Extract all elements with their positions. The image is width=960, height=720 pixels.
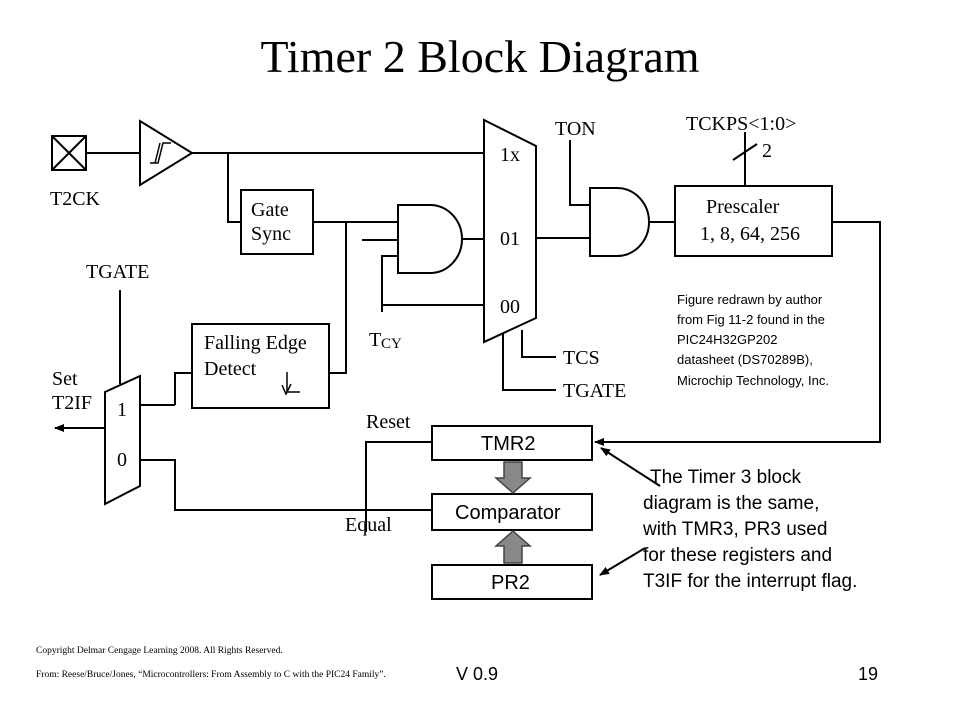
equal-wire bbox=[140, 459, 432, 511]
tckps-label: TCKPS<1:0> bbox=[686, 113, 796, 135]
mux-01-label: 01 bbox=[500, 228, 520, 250]
tgate-top-label: TGATE bbox=[86, 261, 149, 283]
prescaler-to-tmr2-wire bbox=[594, 221, 881, 446]
t2if-label: T2IF bbox=[52, 392, 92, 414]
tcs-wire bbox=[521, 330, 556, 358]
tcy-label-cy: CY bbox=[381, 336, 402, 352]
and-gate-1 bbox=[397, 204, 463, 274]
equal-label: Equal bbox=[345, 514, 392, 536]
mux-1x-label: 1x bbox=[500, 144, 520, 166]
page-title: Timer 2 Block Diagram bbox=[260, 31, 700, 82]
tcy-label-t: T bbox=[369, 329, 381, 351]
tgate-bottom-label: TGATE bbox=[563, 380, 626, 402]
t2ck-pin-icon bbox=[51, 135, 87, 171]
callout-line: with TMR3, PR3 used bbox=[642, 519, 827, 540]
note-line: datasheet (DS70289B), bbox=[677, 352, 813, 367]
attribution-note: Figure redrawn by author from Fig 11-2 f… bbox=[677, 292, 829, 388]
source-citation: From: Reese/Bruce/Jones, “Microcontrolle… bbox=[36, 670, 386, 680]
timer3-callout: The Timer 3 block diagram is the same, w… bbox=[642, 467, 857, 592]
gate-sync-to-falling-edge-wire bbox=[313, 221, 347, 374]
set-label: Set bbox=[52, 368, 78, 390]
pr2-label: PR2 bbox=[491, 572, 530, 594]
tgate-select-wire bbox=[502, 334, 556, 391]
pr2-register bbox=[431, 564, 593, 600]
up-arrow-icon bbox=[494, 529, 532, 564]
note-line: PIC24H32GP202 bbox=[677, 332, 777, 347]
prescaler-label-2: 1, 8, 64, 256 bbox=[700, 223, 800, 245]
ton-wire bbox=[569, 140, 590, 206]
tmr2-label: TMR2 bbox=[481, 433, 535, 455]
gate-sync-label-2: Sync bbox=[251, 223, 291, 245]
clock-select-mux bbox=[483, 118, 537, 344]
note-line: from Fig 11-2 found in the bbox=[677, 312, 825, 327]
schmitt-buffer-icon bbox=[139, 119, 194, 187]
bus-width-label: 2 bbox=[762, 140, 772, 162]
copyright-text: Copyright Delmar Cengage Learning 2008. … bbox=[36, 646, 283, 656]
output-mux bbox=[104, 374, 141, 506]
tcs-label: TCS bbox=[563, 347, 600, 369]
reset-label: Reset bbox=[366, 411, 411, 433]
down-arrow-icon bbox=[494, 461, 532, 495]
page-number: 19 bbox=[858, 664, 879, 684]
tmr2-register bbox=[431, 425, 593, 461]
ton-label: TON bbox=[555, 118, 596, 140]
tcy-wire bbox=[381, 255, 398, 312]
gate-sync-block bbox=[240, 189, 314, 255]
callout-line: diagram is the same, bbox=[643, 493, 819, 514]
gate-sync-label-1: Gate bbox=[251, 199, 289, 221]
version-label: V 0.9 bbox=[456, 664, 499, 684]
callout-line: T3IF for the interrupt flag. bbox=[643, 571, 857, 592]
falling-edge-label-2: Detect bbox=[204, 358, 257, 380]
prescaler-label-1: Prescaler bbox=[706, 196, 780, 218]
and-gate-2 bbox=[589, 187, 650, 257]
falling-edge-to-mux-wire bbox=[174, 372, 192, 405]
callout-arrow-tmr bbox=[600, 447, 661, 487]
mux2-in1-label: 1 bbox=[117, 399, 127, 421]
callout-line: The Timer 3 block bbox=[650, 467, 801, 488]
callout-line: for these registers and bbox=[643, 545, 832, 566]
t2ck-label: T2CK bbox=[50, 188, 101, 210]
falling-edge-label-1: Falling Edge bbox=[204, 332, 307, 354]
reset-wire bbox=[365, 441, 432, 532]
buffer-to-gate-sync-wire bbox=[227, 153, 241, 223]
mux2-in0-label: 0 bbox=[117, 449, 127, 471]
note-line: Microchip Technology, Inc. bbox=[677, 373, 829, 388]
note-line: Figure redrawn by author bbox=[677, 292, 823, 307]
comparator-label: Comparator bbox=[455, 502, 561, 524]
comparator-block bbox=[431, 493, 593, 531]
bus-width-slash bbox=[732, 143, 758, 161]
mux-00-label: 00 bbox=[500, 296, 520, 318]
callout-arrow-pr bbox=[599, 547, 646, 576]
falling-edge-detect-block bbox=[191, 323, 330, 409]
